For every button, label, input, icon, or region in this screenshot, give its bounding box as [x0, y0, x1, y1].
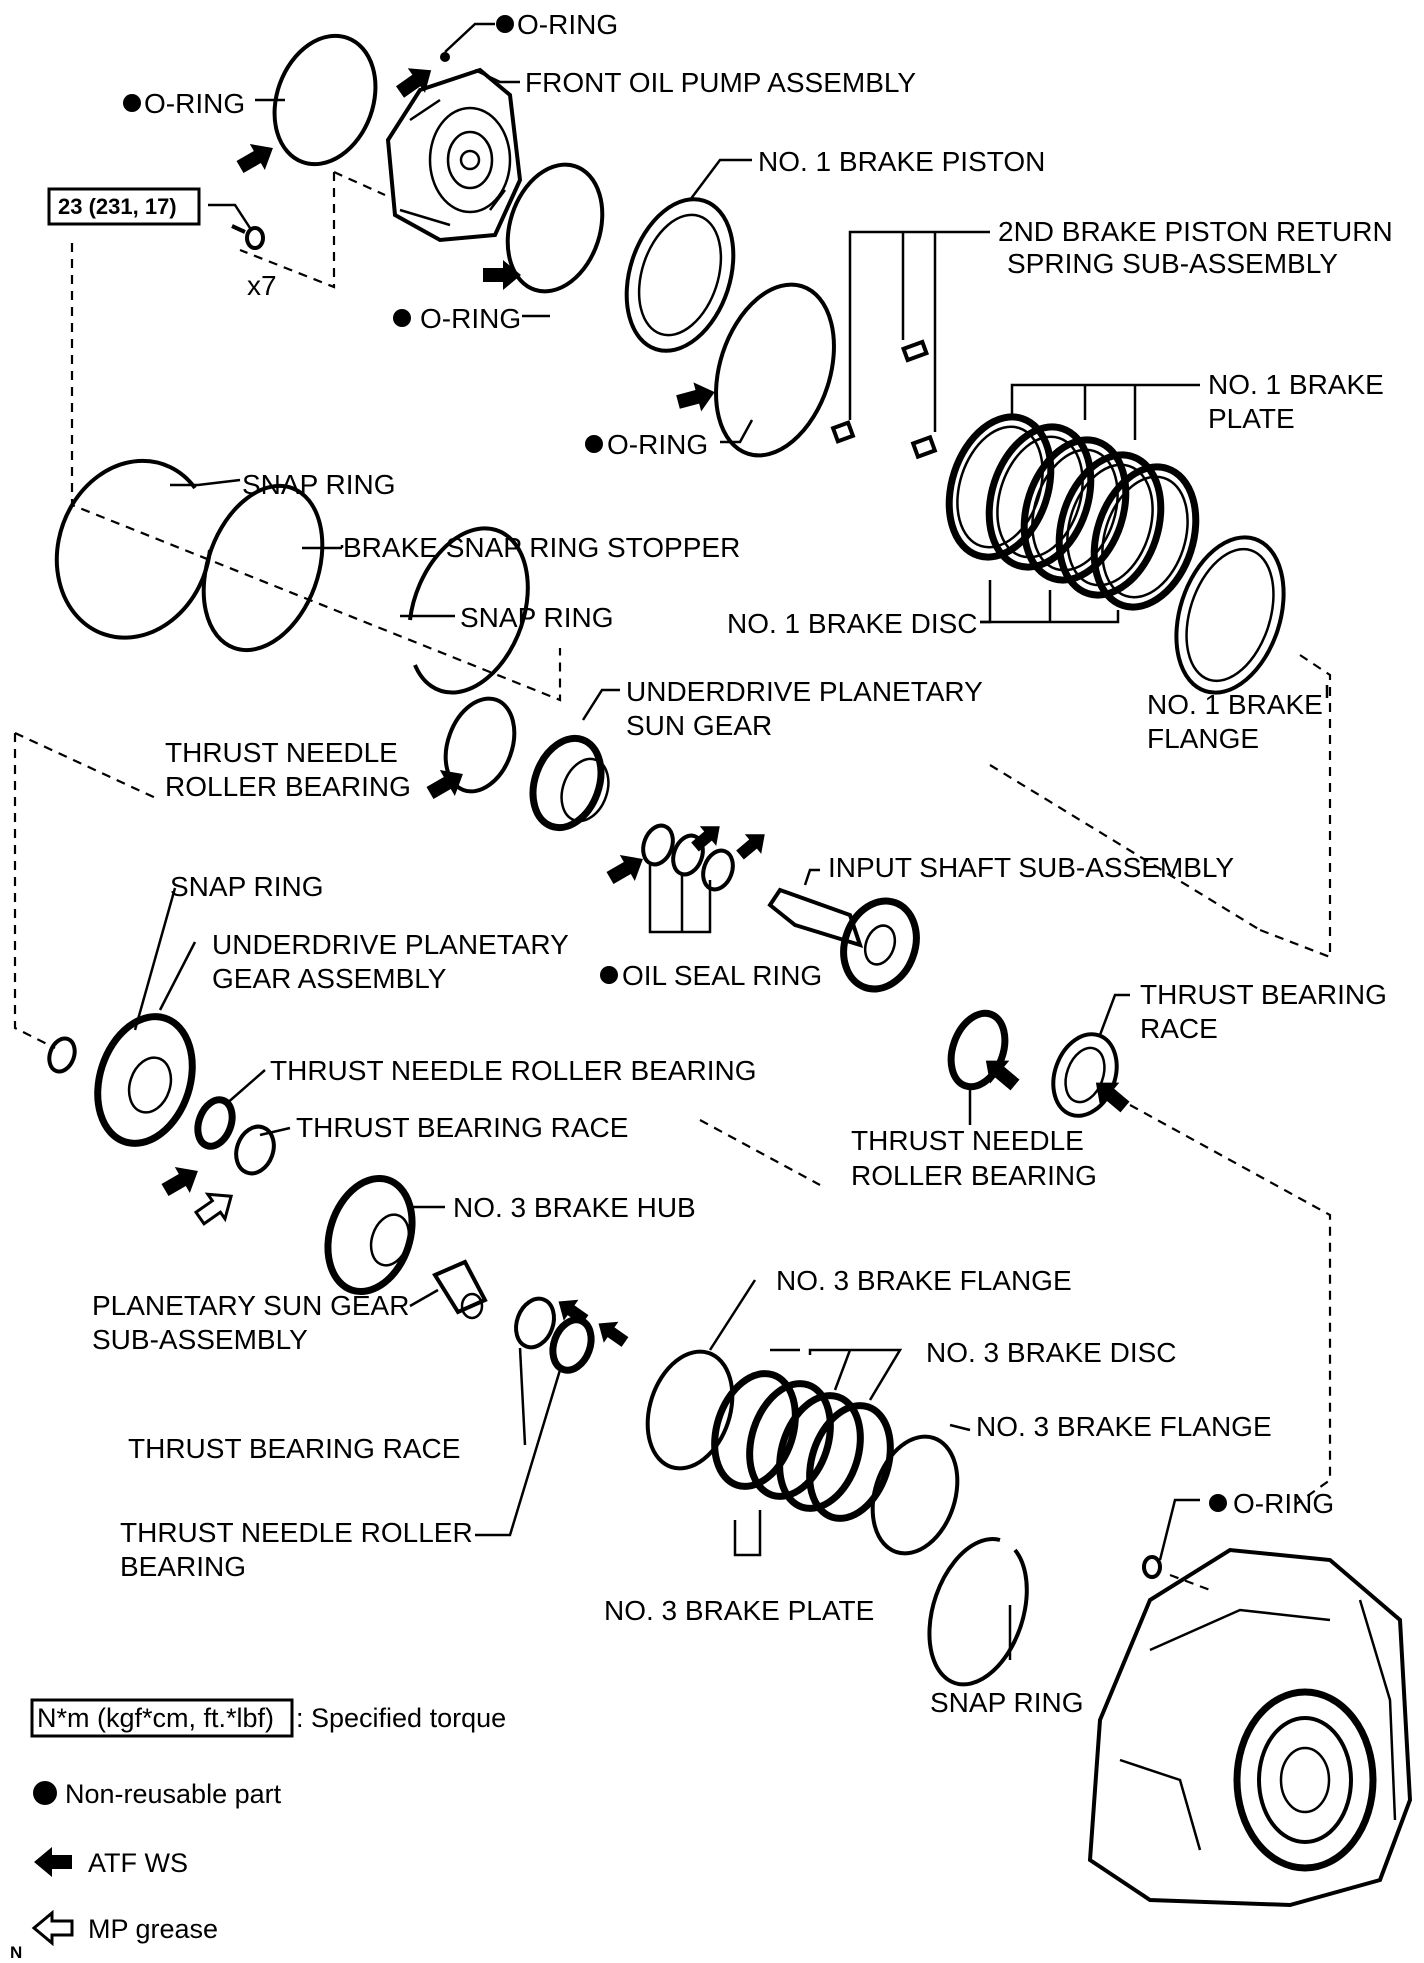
corner-mark: N	[10, 1943, 22, 1962]
label-o-ring-mid: O-RING	[420, 303, 521, 334]
label-snap-ring-1: SNAP RING	[242, 469, 396, 500]
label-no1-brake-plate-1: NO. 1 BRAKE	[1208, 369, 1384, 400]
no3-brake-plate-disc-stack	[711, 1370, 894, 1522]
label-underdrive-gear-assy-2: GEAR ASSEMBLY	[212, 963, 447, 994]
legend-non-reusable-text: Non-reusable part	[65, 1779, 282, 1809]
brake-snap-ring-stopper-part	[201, 483, 325, 653]
label-input-shaft: INPUT SHAFT SUB-ASSEMBLY	[828, 852, 1234, 883]
torque-box	[47, 187, 201, 226]
label-o-ring-pump: O-RING	[517, 9, 618, 40]
label-o-ring-top-left: O-RING	[144, 88, 245, 119]
front-oil-pump-part	[385, 67, 523, 243]
underdrive-planetary-gear-assembly-part	[94, 1013, 196, 1147]
oil-seal-ring-part	[641, 823, 675, 867]
no1-brake-piston-part	[624, 197, 736, 353]
snap-ring-part-2	[408, 526, 530, 695]
bolt-part	[231, 224, 265, 250]
label-oil-seal-ring: OIL SEAL RING	[622, 960, 822, 991]
label-bolt-qty: x7	[247, 270, 277, 301]
label-2nd-brake-return-1: 2ND BRAKE PISTON RETURN	[998, 216, 1393, 247]
no1-brake-plate-disc-stack	[945, 413, 1200, 611]
label-planetary-sun-gear-1: PLANETARY SUN GEAR	[92, 1290, 409, 1321]
legend-mp-grease-icon	[32, 1911, 74, 1945]
label-no1-brake-piston: NO. 1 BRAKE PISTON	[758, 146, 1045, 177]
assembly-dashed-lines	[13, 170, 1332, 1592]
label-thrust-needle-2: THRUST NEEDLE ROLLER BEARING	[270, 1055, 757, 1086]
legend: N*m (kgf*cm, ft.*lbf) : Specified torque…	[10, 1698, 506, 1962]
label-snap-ring-2: SNAP RING	[460, 602, 614, 633]
label-no3-brake-hub: NO. 3 BRAKE HUB	[453, 1192, 696, 1223]
snap-ring-part	[54, 458, 212, 640]
label-no3-brake-plate: NO. 3 BRAKE PLATE	[604, 1595, 874, 1626]
transmission-case-part	[1087, 1547, 1413, 1908]
no3-brake-flange-part-2	[870, 1434, 960, 1556]
label-torque-value: 23 (231, 17)	[58, 194, 177, 219]
label-thrust-needle-4b: BEARING	[120, 1551, 246, 1582]
no3-brake-flange-part	[645, 1349, 735, 1471]
label-underdrive-sun-gear-1: UNDERDRIVE PLANETARY	[626, 676, 983, 707]
label-planetary-sun-gear-2: SUB-ASSEMBLY	[92, 1324, 308, 1355]
legend-torque-text: : Specified torque	[296, 1703, 506, 1733]
thrust-needle-roller-bearing-part-3	[194, 1096, 236, 1150]
label-underdrive-sun-gear-2: SUN GEAR	[626, 710, 772, 741]
thrust-needle-roller-bearing-part	[443, 696, 517, 794]
label-no3-brake-flange-2: NO. 3 BRAKE FLANGE	[976, 1411, 1272, 1442]
label-thrust-needle-3a: THRUST NEEDLE	[851, 1125, 1084, 1156]
legend-torque-box	[30, 1698, 294, 1738]
legend-atf-ws-text: ATF WS	[88, 1848, 188, 1878]
label-2nd-brake-return-2: SPRING SUB-ASSEMBLY	[1007, 248, 1338, 279]
label-thrust-needle-1b: ROLLER BEARING	[165, 771, 411, 802]
label-thrust-bearing-race-1a: THRUST BEARING	[1140, 979, 1387, 1010]
label-thrust-bearing-race-1b: RACE	[1140, 1013, 1218, 1044]
mp-grease-arrows	[189, 1182, 242, 1232]
label-no1-brake-flange-1: NO. 1 BRAKE	[1147, 689, 1323, 720]
label-thrust-bearing-race-3: THRUST BEARING RACE	[128, 1433, 460, 1464]
label-o-ring-lower: O-RING	[607, 429, 708, 460]
label-no1-brake-disc: NO. 1 BRAKE DISC	[727, 608, 978, 639]
legend-torque-box-text: N*m (kgf*cm, ft.*lbf)	[37, 1703, 274, 1733]
label-snap-ring-4: SNAP RING	[930, 1687, 1084, 1718]
return-spring-parts	[830, 339, 938, 460]
o-ring-part	[272, 33, 378, 167]
input-shaft-part	[767, 887, 920, 993]
label-brake-snap-ring-stopper: BRAKE SNAP RING STOPPER	[343, 532, 740, 563]
parts	[47, 33, 1413, 1908]
label-thrust-needle-3b: ROLLER BEARING	[851, 1160, 1097, 1191]
snap-ring-part-4	[927, 1537, 1029, 1687]
label-front-oil-pump: FRONT OIL PUMP ASSEMBLY	[525, 67, 916, 98]
legend-atf-ws-icon	[34, 1847, 72, 1877]
label-underdrive-gear-assy-1: UNDERDRIVE PLANETARY	[212, 929, 569, 960]
no1-brake-flange-part	[1174, 535, 1286, 695]
label-no3-brake-flange-1: NO. 3 BRAKE FLANGE	[776, 1265, 1072, 1296]
label-no3-brake-disc: NO. 3 BRAKE DISC	[926, 1337, 1177, 1368]
underdrive-sun-gear-part	[529, 734, 610, 832]
thrust-bearing-race-part	[1051, 1032, 1119, 1118]
no3-brake-hub-part	[324, 1174, 416, 1296]
label-thrust-needle-4a: THRUST NEEDLE ROLLER	[120, 1517, 473, 1548]
part-labels: O-RING O-RING FRONT OIL PUMP ASSEMBLY NO…	[47, 9, 1393, 1718]
o-ring-case-part	[1142, 1555, 1162, 1579]
o-ring-part-3	[714, 282, 836, 458]
label-thrust-bearing-race-2: THRUST BEARING RACE	[296, 1112, 628, 1143]
o-ring-small-part	[440, 52, 450, 62]
label-snap-ring-3: SNAP RING	[170, 871, 324, 902]
label-thrust-needle-1a: THRUST NEEDLE	[165, 737, 398, 768]
snap-ring-part-3	[47, 1036, 77, 1074]
oil-seal-ring-part-2	[671, 833, 705, 877]
legend-non-reusable-icon	[33, 1781, 57, 1805]
thrust-needle-roller-bearing-part-2	[947, 1009, 1009, 1091]
leader-lines	[133, 22, 1329, 1660]
thrust-bearing-race-part-2	[234, 1124, 276, 1176]
o-ring-part-2	[505, 162, 605, 294]
label-no1-brake-flange-2: FLANGE	[1147, 723, 1259, 754]
legend-mp-grease-text: MP grease	[88, 1914, 218, 1944]
label-o-ring-case: O-RING	[1233, 1488, 1334, 1519]
label-no1-brake-plate-2: PLATE	[1208, 403, 1295, 434]
thrust-bearing-race-part-3	[514, 1296, 556, 1350]
planetary-sun-gear-sub-assembly-part	[432, 1259, 488, 1320]
